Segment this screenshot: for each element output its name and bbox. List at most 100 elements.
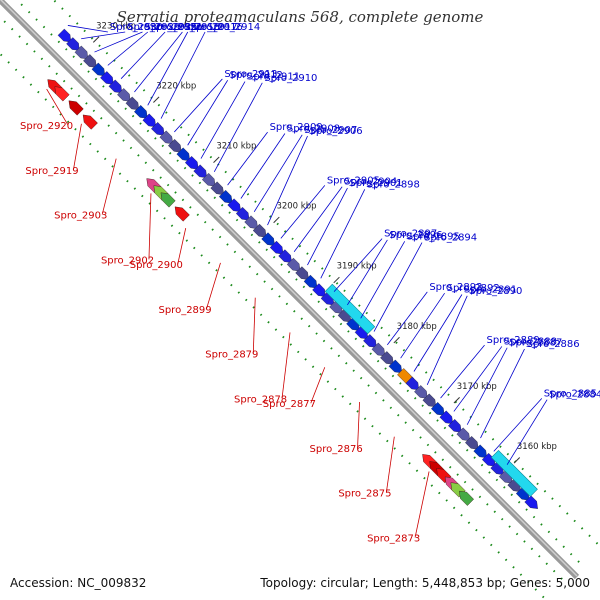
- reverse-gene-label: Spro_2903: [54, 211, 107, 222]
- forward-gene-label: Spro_2918: [167, 22, 220, 33]
- reverse-gene-feature: [54, 86, 70, 102]
- forward-gene-feature: [201, 172, 216, 187]
- reverse-gene-leader: [177, 228, 187, 265]
- reverse-gene-label: Spro_2919: [25, 166, 78, 177]
- forward-gene-leader: [147, 31, 189, 106]
- forward-gene-label: Spro_2929: [127, 22, 180, 33]
- forward-gene-leader: [347, 239, 388, 306]
- forward-gene-feature: [388, 359, 403, 374]
- forward-gene-label: Spro_2925: [144, 22, 197, 33]
- forward-gene-label: Spro_2898: [367, 179, 420, 190]
- forward-gene-feature: [439, 410, 454, 425]
- forward-gene-feature: [295, 266, 309, 280]
- reverse-gene-leader: [252, 297, 256, 354]
- forward-gene-leader: [67, 25, 108, 33]
- ruler-tick: [92, 36, 100, 43]
- forward-gene-leader: [134, 31, 183, 93]
- forward-gene-feature: [278, 249, 292, 263]
- reverse-gene-leader: [385, 436, 395, 493]
- forward-gene-leader: [81, 31, 126, 40]
- forward-gene-feature: [261, 232, 275, 246]
- forward-gene-leader: [480, 348, 525, 439]
- forward-gene-label: Spro_2916: [190, 22, 243, 33]
- forward-gene-label: Spro_2911: [247, 72, 300, 83]
- forward-gene-feature: [490, 461, 505, 476]
- forward-gene-leader: [320, 189, 366, 279]
- forward-gene-leader: [333, 238, 383, 292]
- forward-gene-feature: [456, 427, 471, 442]
- forward-gene-feature: [498, 469, 513, 484]
- forward-gene-feature: [515, 486, 530, 501]
- forward-gene-label: Spro_2912: [230, 70, 283, 81]
- reverse-gene-leader: [73, 123, 82, 170]
- forward-gene-leader: [160, 31, 206, 119]
- forward-gene-label: Spro_2885: [544, 388, 597, 399]
- forward-gene-leader: [94, 31, 143, 53]
- reverse-gene-leader: [357, 401, 360, 448]
- forward-gene-feature: [312, 283, 326, 297]
- forward-gene-label: Spro_2894: [424, 233, 477, 244]
- forward-ruler: [52, 0, 600, 548]
- forward-gene-leader: [267, 135, 308, 226]
- forward-gene-label: Spro_2909: [270, 122, 323, 133]
- forward-gene-leader: [440, 344, 485, 399]
- forward-gene-leader: [200, 81, 246, 159]
- forward-gene-feature: [193, 164, 208, 179]
- forward-gene-feature: [405, 376, 420, 391]
- forward-gene-leader: [240, 133, 286, 199]
- reverse-gene-label: Spro_2877: [263, 399, 316, 410]
- forward-gene-leader: [280, 185, 326, 239]
- forward-gene-label: Spro_2913: [224, 69, 277, 80]
- forward-gene-leader: [426, 295, 468, 385]
- forward-gene-label: Spro_2906: [310, 126, 363, 137]
- forward-gene-leader: [386, 291, 428, 346]
- forward-gene-leader: [307, 187, 348, 266]
- ruler-tick: [273, 216, 280, 224]
- forward-gene-label: Spro_2897: [384, 229, 437, 240]
- forward-gene-feature: [91, 62, 106, 77]
- forward-gene-feature: [363, 334, 377, 348]
- forward-gene-feature: [244, 215, 258, 229]
- forward-gene-feature: [134, 105, 148, 119]
- forward-gene-feature: [108, 79, 123, 94]
- forward-gene-label: Spro_2887: [509, 338, 562, 349]
- reverse-gene-feature: [459, 490, 474, 506]
- forward-gene-feature: [448, 419, 462, 433]
- forward-gene-feature: [524, 495, 538, 509]
- reverse-gene-label: Spro_2873: [367, 534, 420, 545]
- forward-gene-label: Spro_2930: [110, 22, 163, 33]
- forward-gene-label: Spro_2895: [407, 231, 460, 242]
- reverse-gene-feature: [160, 192, 176, 208]
- forward-gene-feature: [218, 189, 233, 204]
- forward-gene-feature: [168, 139, 182, 153]
- forward-gene-leader: [466, 347, 508, 425]
- forward-gene-feature: [354, 325, 369, 340]
- forward-gene-feature: [380, 351, 394, 365]
- forward-gene-feature: [117, 88, 131, 102]
- forward-gene-feature: [159, 130, 174, 145]
- ruler-tick: [213, 156, 220, 163]
- reverse-gene-label: Spro_2920: [20, 121, 73, 132]
- forward-gene-label: Spro_2905: [327, 175, 380, 186]
- forward-gene-block: [324, 283, 376, 335]
- forward-gene-label: Spro_2914: [207, 22, 260, 33]
- forward-gene-label: Spro_2921: [150, 22, 203, 33]
- forward-gene-feature: [66, 37, 80, 51]
- ruler-tick-label: 3210 kbp: [216, 141, 256, 151]
- forward-gene-feature: [346, 317, 360, 331]
- forward-gene-leader: [493, 398, 543, 452]
- forward-inner-ruler: [15, 0, 587, 570]
- reverse-gene-label: Spro_2879: [205, 350, 258, 361]
- forward-gene-label: Spro_2893: [429, 282, 482, 293]
- forward-gene-label: Spro_2896: [389, 230, 442, 241]
- forward-gene-leader: [293, 186, 343, 252]
- accession-label: Accession: NC_009832: [10, 576, 147, 590]
- forward-gene-leader: [227, 131, 268, 186]
- forward-gene-leader: [360, 241, 406, 319]
- ruler-tick: [153, 96, 160, 103]
- forward-gene-feature: [286, 257, 301, 272]
- genome-summary: Topology: circular; Length: 5,448,853 bp…: [260, 576, 590, 590]
- forward-gene-block: [490, 449, 538, 497]
- forward-gene-label: Spro_2917: [184, 22, 237, 33]
